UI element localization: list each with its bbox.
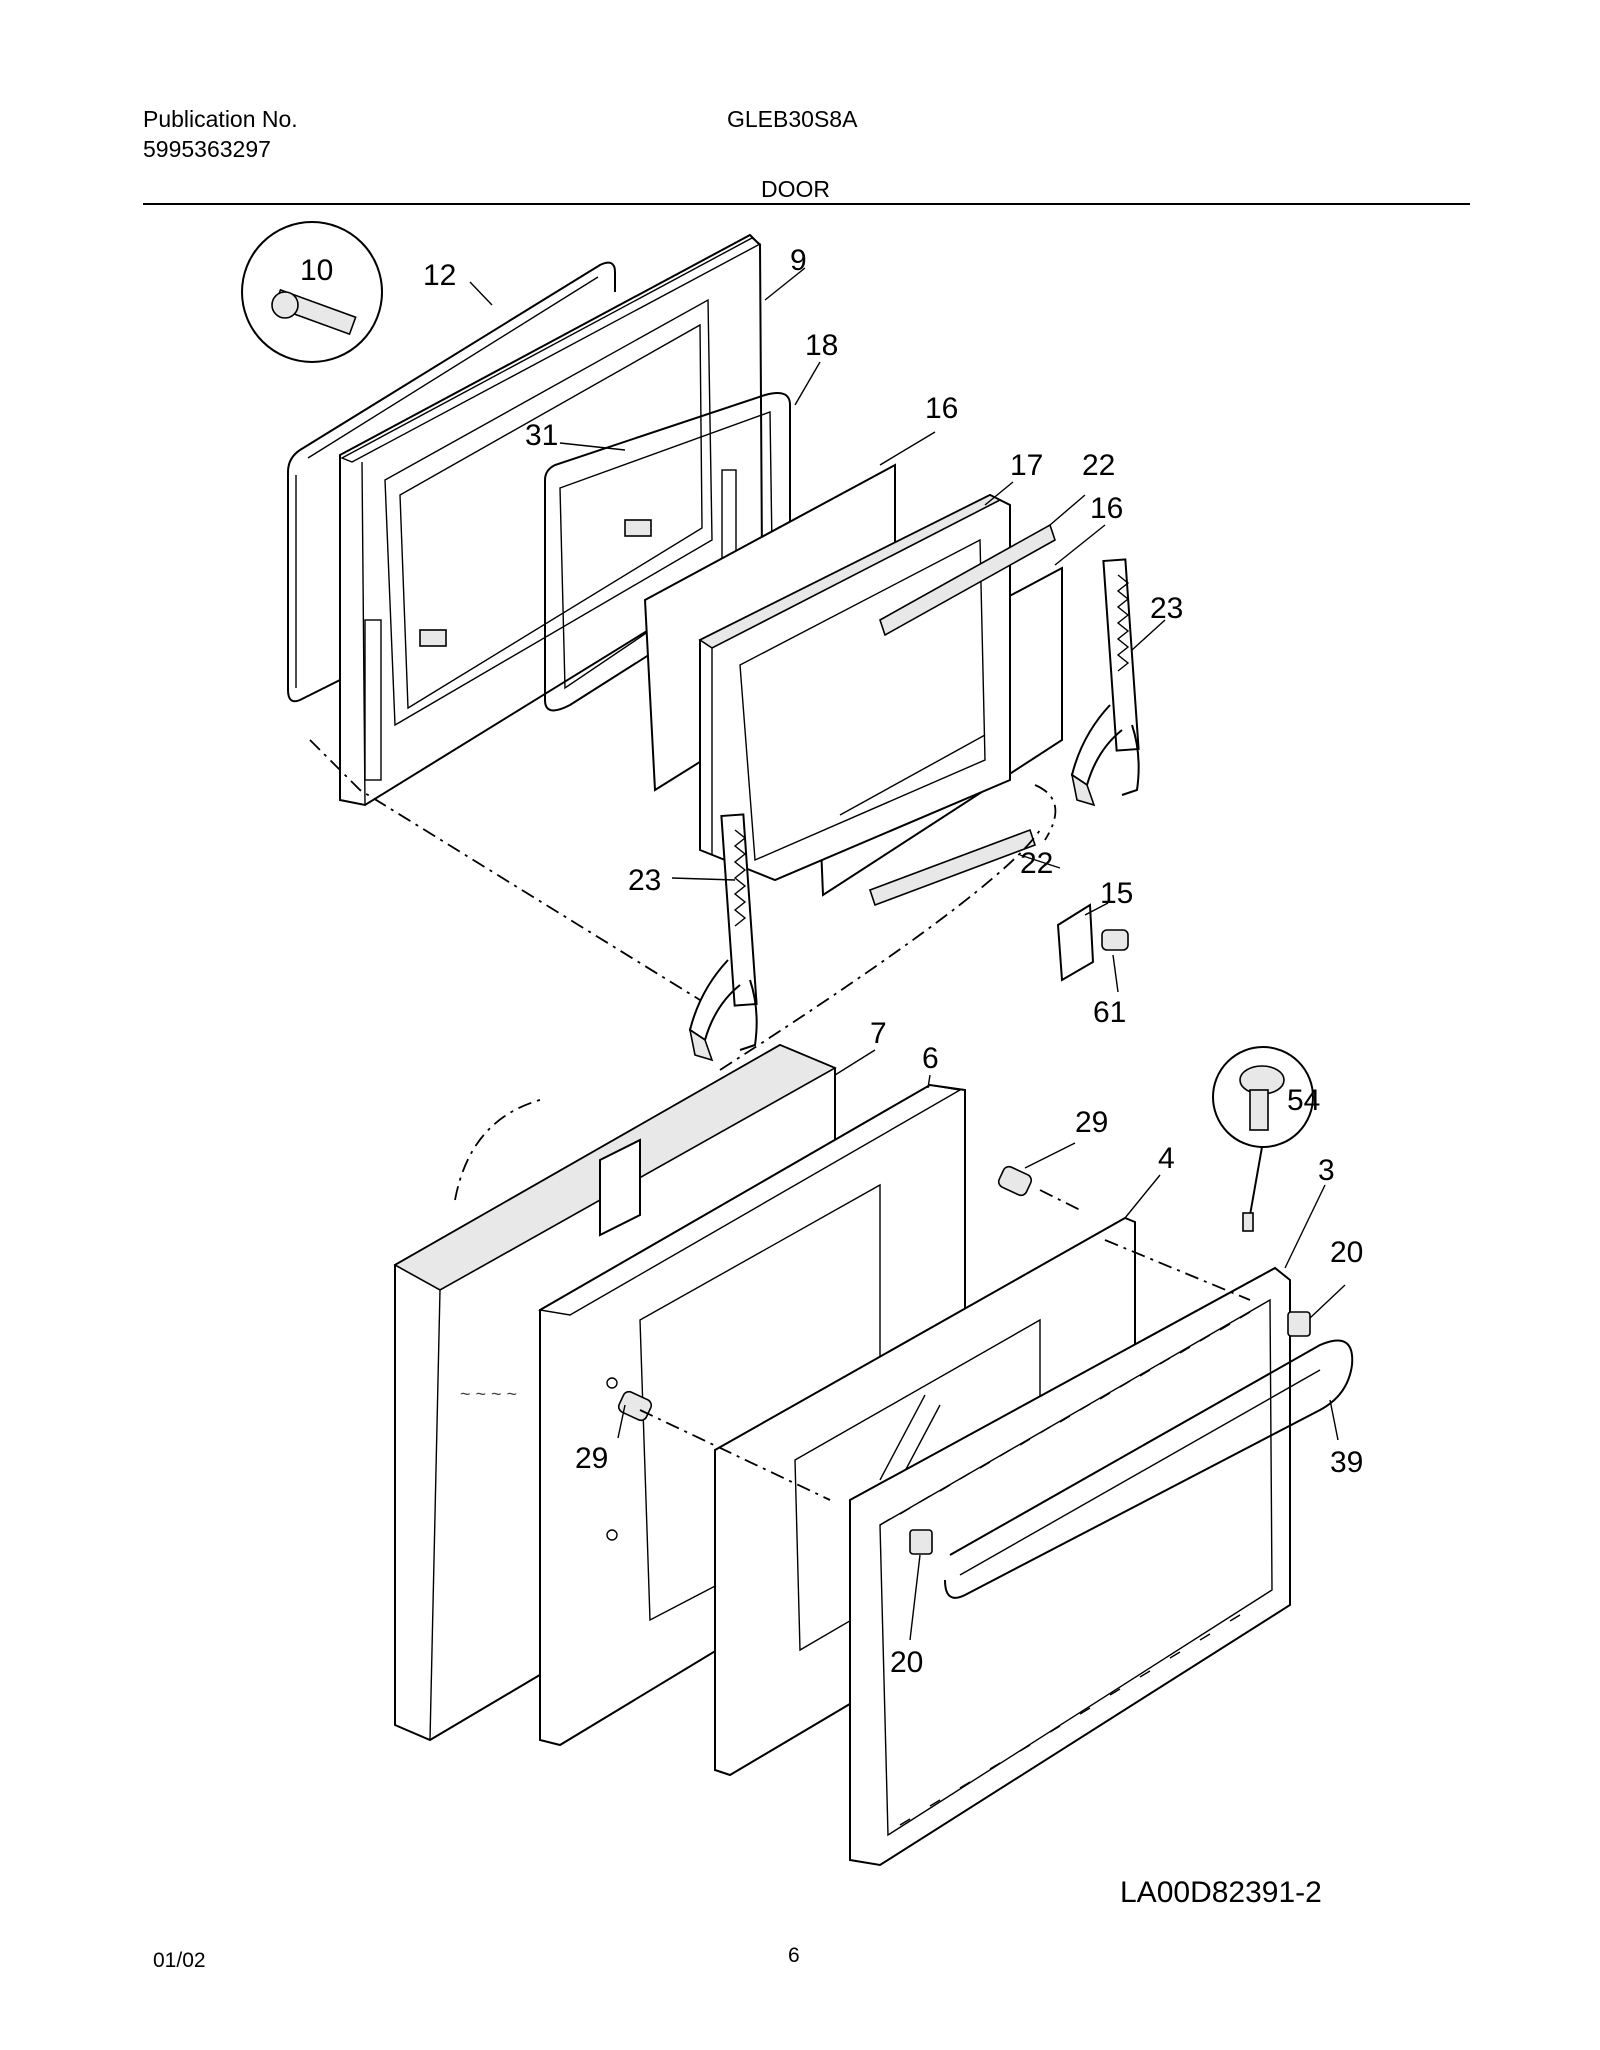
door-handle (944, 1339, 1354, 1599)
callout-29-lower: 29 (575, 1442, 608, 1475)
callout-31: 31 (525, 419, 558, 452)
callout-7: 7 (870, 1017, 887, 1050)
callout-4: 4 (1158, 1142, 1175, 1175)
screw-leader (1249, 1146, 1263, 1216)
callout-16-lower: 16 (1090, 492, 1123, 525)
section-title: DOOR (761, 176, 830, 202)
screw-detail-54 (1212, 1046, 1314, 1148)
lower-dash-spacer-upper (1039, 1189, 1081, 1211)
lower-dash-arc (454, 1099, 541, 1201)
callout-16-upper: 16 (925, 392, 958, 425)
screw-detail-10 (241, 221, 383, 363)
callout-22-upper: 22 (1082, 449, 1115, 482)
callout-39: 39 (1330, 1446, 1363, 1479)
publication-number: 5995363297 (143, 136, 271, 162)
callout-10: 10 (300, 254, 333, 287)
upper-channel (879, 523, 1056, 637)
spacer-lower (617, 1390, 653, 1422)
callout-23-left: 23 (628, 864, 661, 897)
callout-3: 3 (1318, 1154, 1335, 1187)
callout-22-lower: 22 (1020, 847, 1053, 880)
svg-text:~ ~ ~ ~: ~ ~ ~ ~ (460, 1384, 517, 1404)
bumper (1101, 929, 1129, 951)
outer-door-frame (849, 1266, 1291, 1867)
hinge-left (688, 813, 758, 1062)
channel-dash (1034, 784, 1057, 841)
upper-dash-bottom (719, 829, 1041, 1071)
callout-54: 54 (1287, 1084, 1320, 1117)
callout-12: 12 (423, 259, 456, 292)
spacer-upper (997, 1165, 1033, 1197)
callout-9: 9 (790, 244, 807, 277)
end-cap-right (1287, 1311, 1311, 1337)
upper-dash-left (309, 739, 701, 1001)
callout-6: 6 (922, 1042, 939, 1075)
lower-dash-frame (1104, 1239, 1251, 1301)
lower-channel (868, 828, 1037, 907)
page-number: 6 (788, 1944, 800, 1967)
callout-29-upper: 29 (1075, 1106, 1108, 1139)
callout-20-right: 20 (1330, 1236, 1363, 1269)
callout-18: 18 (805, 329, 838, 362)
callout-numbers: 10 12 9 18 16 17 22 16 31 23 23 22 15 61… (300, 244, 1363, 1679)
door-gasket (287, 261, 616, 703)
callout-17: 17 (1010, 449, 1043, 482)
end-cap-left (909, 1529, 933, 1555)
door-gasket-inner (295, 276, 599, 688)
callout-leaders (469, 267, 1346, 1641)
callout-61: 61 (1093, 996, 1126, 1029)
callout-20-left: 20 (890, 1646, 923, 1679)
screw-54 (1242, 1212, 1254, 1232)
callout-15: 15 (1100, 877, 1133, 910)
lower-dash-spacer (639, 1409, 831, 1501)
publication-label: Publication No. (143, 106, 298, 132)
diagram-code: LA00D82391-2 (1120, 1876, 1322, 1909)
footer-date: 01/02 (153, 1949, 206, 1972)
callout-23-right: 23 (1150, 592, 1183, 625)
bracket (1056, 903, 1095, 982)
header-rule (143, 203, 1470, 205)
model-number: GLEB30S8A (727, 106, 858, 132)
hinge-right (1070, 558, 1140, 807)
